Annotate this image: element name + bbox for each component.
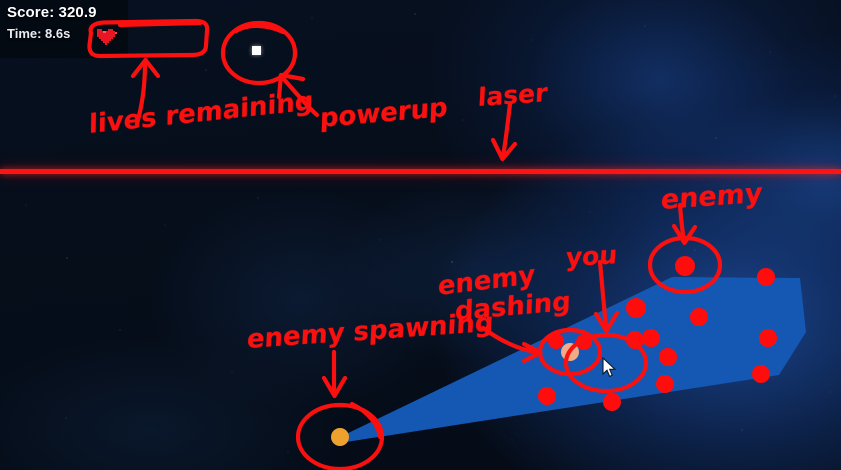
enemy-dot — [752, 365, 770, 383]
spawning-enemy-dot — [331, 428, 349, 446]
enemy-dot — [675, 256, 695, 276]
enemy-dot — [538, 387, 556, 405]
enemy-dot — [626, 298, 646, 318]
enemy-dot — [603, 393, 621, 411]
heart-icon — [97, 29, 117, 45]
enemy-dot — [576, 334, 592, 350]
enemy-dot — [757, 268, 775, 286]
mouse-cursor — [602, 357, 617, 378]
enemy-dot — [659, 348, 677, 366]
enemy-dot — [642, 329, 660, 347]
laser-beam — [0, 169, 841, 174]
enemy-dot — [759, 329, 777, 347]
enemy-dot — [656, 375, 674, 393]
score-label: Score: 320.9 — [7, 4, 97, 21]
dashing-enemy-dot — [561, 343, 579, 361]
time-label: Time: 8.6s — [7, 26, 71, 41]
enemy-dot — [690, 308, 708, 326]
powerup-square[interactable] — [251, 45, 261, 55]
